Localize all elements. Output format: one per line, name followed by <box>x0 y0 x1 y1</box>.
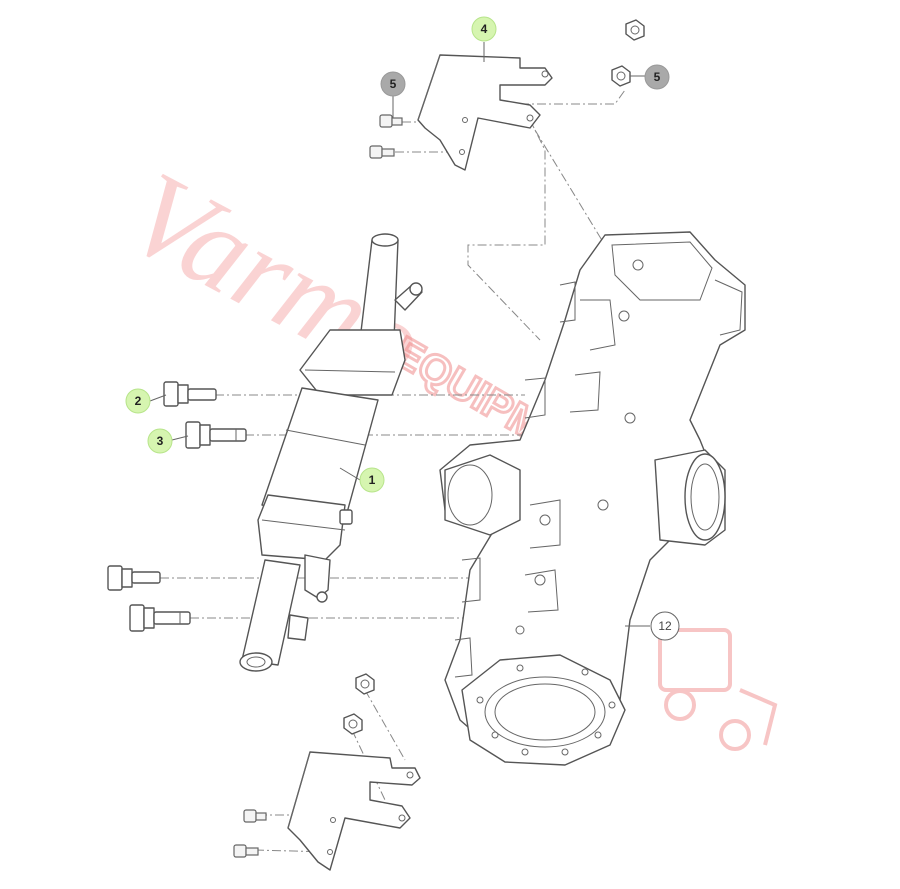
nut-top-2 <box>611 65 631 87</box>
callout-12-label: 12 <box>658 619 672 633</box>
callout-3-label: 3 <box>157 434 164 448</box>
small-bolt-top-2 <box>369 145 395 159</box>
watermark-forklift-logo <box>658 628 778 751</box>
small-bolt-bottom-2 <box>233 844 259 858</box>
callout-5-left: 5 <box>380 71 406 97</box>
callout-4-label: 4 <box>481 22 488 36</box>
small-bolt-top-1 <box>379 114 403 128</box>
callout-1-label: 1 <box>369 473 376 487</box>
bolt-lower-1 <box>107 565 161 591</box>
callout-12: 12 <box>650 611 680 641</box>
callout-4: 4 <box>471 16 497 42</box>
large-bolts <box>107 381 247 632</box>
top-bracket <box>417 54 553 171</box>
callout-3: 3 <box>147 428 173 454</box>
steering-cylinder <box>239 233 423 672</box>
axle-housing <box>439 231 746 766</box>
bolt-part-2 <box>163 381 217 407</box>
callout-5-right-label: 5 <box>654 70 661 84</box>
bolt-part-3 <box>185 421 247 449</box>
callout-2: 2 <box>125 388 151 414</box>
callout-5-right: 5 <box>644 64 670 90</box>
nuts <box>343 19 645 735</box>
callout-2-label: 2 <box>135 394 142 408</box>
callout-1: 1 <box>359 467 385 493</box>
bolt-lower-2 <box>129 604 191 632</box>
nut-bottom-2 <box>343 713 363 735</box>
nut-bottom-1 <box>355 673 375 695</box>
bottom-bracket <box>287 751 421 871</box>
small-bolt-bottom-1 <box>243 809 267 823</box>
leader-lines <box>149 42 650 627</box>
callout-5-left-label: 5 <box>390 77 397 91</box>
nut-top-1 <box>625 19 645 41</box>
bracket-bolts <box>233 114 403 858</box>
